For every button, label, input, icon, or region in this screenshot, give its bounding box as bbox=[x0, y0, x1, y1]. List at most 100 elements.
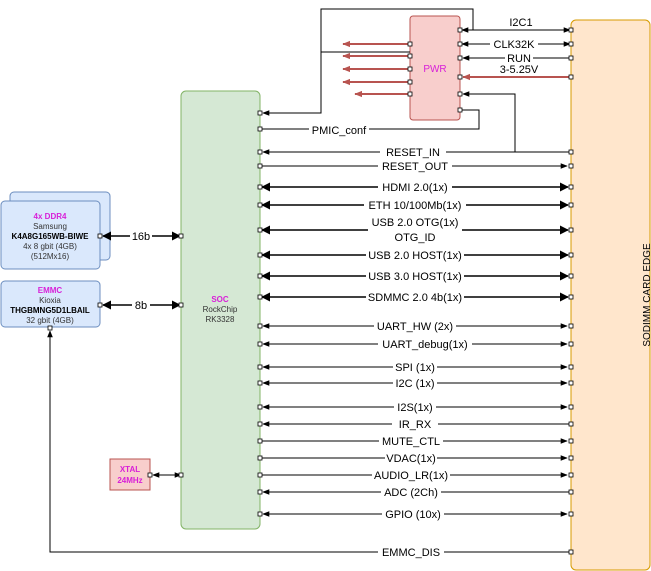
soc-block bbox=[180, 90, 261, 530]
reset-in-pwr-line bbox=[462, 91, 516, 152]
ram-bus-label-bg bbox=[130, 229, 152, 242]
spi-label: SPI (1x) bbox=[395, 362, 435, 374]
xtal-line1: XTAL bbox=[120, 465, 140, 474]
usb2-host-bg bbox=[366, 248, 464, 261]
uart-hw-bg bbox=[374, 319, 456, 332]
reset-in-label: RESET_IN bbox=[386, 147, 440, 159]
port-square bbox=[257, 380, 263, 386]
eth-label: ETH 10/100Mb(1x) bbox=[369, 200, 462, 212]
port-square bbox=[257, 511, 263, 517]
port-square bbox=[568, 273, 574, 279]
soc-vendor: RockChip bbox=[203, 305, 238, 314]
emmc-capacity: 32 gbit (4GB) bbox=[26, 316, 74, 325]
port-square bbox=[407, 91, 413, 97]
xtal-line2: 24MHz bbox=[117, 476, 142, 485]
port-square bbox=[568, 472, 574, 478]
port-square bbox=[257, 110, 263, 116]
port-square bbox=[178, 233, 184, 239]
sodimm-label: SODIMM CARD EDGE bbox=[642, 243, 651, 347]
port-square bbox=[257, 472, 263, 478]
i2c1-label: I2C1 bbox=[509, 17, 532, 29]
port-square bbox=[457, 91, 463, 97]
port-square bbox=[178, 472, 184, 478]
port-square bbox=[568, 55, 574, 61]
ram-vendor: Samsung bbox=[33, 222, 67, 231]
port-square bbox=[568, 149, 574, 155]
port-square bbox=[568, 294, 574, 300]
soc-title: SOC bbox=[211, 295, 229, 304]
pmic-conf-label: PMIC_conf bbox=[312, 125, 367, 137]
pmic-conf-line bbox=[260, 109, 480, 130]
ram-bus-label: 16b bbox=[132, 231, 150, 243]
usb-otg-bg bbox=[368, 216, 462, 244]
port-square bbox=[457, 41, 463, 47]
audio-lr-bg bbox=[372, 468, 450, 481]
port-square bbox=[568, 227, 574, 233]
port-square bbox=[568, 455, 574, 461]
port-square bbox=[257, 294, 263, 300]
clk32k-label: CLK32K bbox=[494, 39, 536, 51]
otg-id-label: OTG_ID bbox=[395, 232, 436, 244]
pmic-conf-bg bbox=[309, 123, 369, 136]
usb3-host-bg bbox=[366, 269, 464, 282]
vdac-bg bbox=[385, 451, 437, 464]
port-square bbox=[257, 404, 263, 410]
port-square bbox=[568, 41, 574, 47]
reset-in-bg bbox=[380, 145, 446, 158]
ir-rx-label: IR_RX bbox=[399, 419, 432, 431]
emmc-bus-label: 8b bbox=[135, 300, 147, 312]
sdmmc-label: SDMMC 2.0 4b(1x) bbox=[368, 292, 462, 304]
port-square bbox=[257, 455, 263, 461]
port-square bbox=[568, 380, 574, 386]
emmc-bus-label-bg bbox=[132, 298, 150, 311]
port-square bbox=[257, 489, 263, 495]
gpio-bg bbox=[382, 507, 444, 520]
ram-title: 4x DDR4 bbox=[34, 212, 67, 221]
pwr-rails bbox=[342, 40, 409, 98]
port-square bbox=[407, 53, 413, 59]
ram-org: (512Mx16) bbox=[31, 252, 70, 261]
port-square bbox=[568, 421, 574, 427]
port-square bbox=[568, 323, 574, 329]
pwr-to-soc-line-2 bbox=[262, 52, 322, 116]
port-square bbox=[407, 41, 413, 47]
port-square bbox=[257, 438, 263, 444]
port-square bbox=[97, 302, 103, 308]
emmc-title: EMMC bbox=[38, 286, 63, 295]
port-square bbox=[568, 202, 574, 208]
port-square bbox=[257, 149, 263, 155]
port-square bbox=[257, 126, 263, 132]
port-square bbox=[568, 252, 574, 258]
uart-debug-label: UART_debug(1x) bbox=[382, 339, 467, 351]
i2c-bg bbox=[393, 376, 437, 389]
sodimm-edge-block bbox=[570, 19, 651, 571]
port-square bbox=[457, 55, 463, 61]
i2c-label: I2C (1x) bbox=[395, 378, 434, 390]
reset-out-bg bbox=[378, 159, 452, 172]
port-square bbox=[178, 302, 184, 308]
mute-ctl-label: MUTE_CTL bbox=[382, 436, 440, 448]
vdac-label: VDAC(1x) bbox=[386, 453, 436, 465]
emmc-dis-bg bbox=[378, 545, 444, 558]
i2s-label: I2S(1x) bbox=[397, 402, 432, 414]
port-square bbox=[568, 404, 574, 410]
adc-label: ADC (2Ch) bbox=[384, 487, 438, 499]
eth-bg bbox=[364, 198, 466, 211]
run-label: RUN bbox=[507, 53, 531, 65]
sdmmc-bg bbox=[366, 290, 464, 303]
pwr-label: PWR bbox=[423, 64, 446, 75]
emmc-dis-label: EMMC_DIS bbox=[382, 547, 440, 559]
hdmi-label: HDMI 2.0(1x) bbox=[382, 182, 447, 194]
port-square bbox=[568, 341, 574, 347]
run-bg bbox=[505, 51, 533, 64]
clk32k-bg bbox=[490, 37, 538, 50]
port-square bbox=[257, 341, 263, 347]
port-square bbox=[147, 472, 153, 478]
port-square bbox=[568, 549, 574, 555]
port-square bbox=[47, 325, 53, 331]
hdmi-bg bbox=[378, 180, 452, 193]
port-square bbox=[568, 438, 574, 444]
usb2-host-label: USB 2.0 HOST(1x) bbox=[368, 250, 462, 262]
port-square bbox=[257, 202, 263, 208]
